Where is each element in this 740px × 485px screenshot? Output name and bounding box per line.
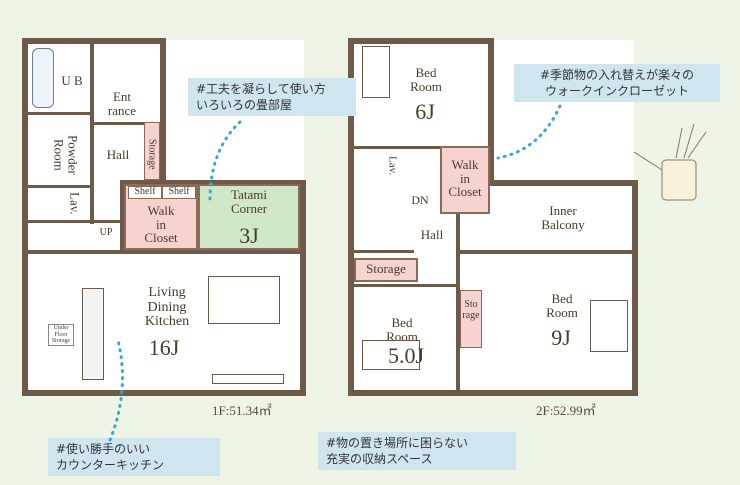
- f2-wall-mid1: [354, 146, 488, 149]
- f2-wall-right-top: [488, 38, 494, 184]
- leader-tatami: [208, 120, 242, 202]
- f1-hall-label: Hall: [106, 147, 130, 162]
- f2-wall-right: [632, 180, 638, 394]
- f1-shelf1-label: Shelf: [128, 186, 162, 199]
- note-kitchen: #使い勝手のいい カウンターキッチン: [48, 438, 220, 477]
- f1-shelf2-label: Shelf: [162, 186, 196, 199]
- f2-bed9-bed: [590, 300, 628, 352]
- f1-tatami-size: 3J: [239, 223, 259, 248]
- f1-wall-inner5: [26, 220, 120, 223]
- f2-wall-mid4: [354, 250, 414, 253]
- f1-wall-inner4: [94, 122, 160, 125]
- f1-wall-right: [300, 180, 306, 394]
- f2-bed9-size: 9J: [551, 325, 571, 350]
- f2-bed6-label: Bed Room: [410, 65, 442, 94]
- f2-inner-balcony-label: Inner Balcony: [541, 203, 585, 232]
- note-tatami: #工夫を凝らして使い方 いろいろの畳部屋: [188, 78, 356, 117]
- watering-can-icon: [633, 123, 707, 201]
- f1-wall-inner2: [26, 112, 90, 115]
- f1-wall-inner6: [120, 180, 124, 252]
- f2-sto-rage: [460, 290, 482, 348]
- leader-kitchen: [108, 338, 124, 442]
- f1-walk-in-closet-label: Walk in Closet: [144, 203, 178, 246]
- f1-kitchen-counter: [82, 288, 104, 380]
- f2-wall-top: [348, 38, 494, 44]
- f2-bed5-size: 5.0J: [387, 343, 425, 368]
- f1-entrance-label: Ent rance: [107, 89, 137, 118]
- leader-closet: [496, 104, 562, 160]
- f1-wall-inner3: [26, 185, 90, 188]
- f2-area-label: 2F:52.99㎡: [536, 403, 596, 418]
- f1-tv-board: [212, 374, 284, 384]
- f1-up-label: UP: [99, 227, 113, 238]
- f2-wall-balcony-top: [488, 180, 638, 186]
- f1-area-label: 1F:51.34㎡: [212, 403, 272, 418]
- f1-wall-top-right: [120, 180, 306, 186]
- f2-bed9-label: Bed Room: [546, 291, 578, 320]
- f2-wall-mid5: [354, 284, 458, 287]
- f1-wall-left: [22, 38, 28, 394]
- f1-sofa: [208, 276, 280, 324]
- f2-sto-rage-label: Sto rage: [462, 299, 480, 321]
- f1-wall-inner1: [90, 44, 94, 224]
- f2-hall-label: Hall: [420, 227, 444, 242]
- f1-wall-top: [22, 38, 164, 44]
- f1-under-floor-label: Under Floor Storage: [48, 324, 74, 346]
- f2-wall-left: [348, 38, 354, 394]
- f1-powder-room-label: Powder Room: [51, 135, 81, 175]
- f1-ldk-label: Living Dining Kitchen: [144, 285, 190, 330]
- f1-storage-label: Storage: [146, 138, 158, 170]
- f2-bed5-label: Bed Room: [386, 315, 418, 344]
- f2-bed5-bed: [362, 340, 420, 370]
- note-storage: #物の置き場所に困らない 充実の収納スペース: [318, 432, 516, 471]
- f2-dn-label: DN: [411, 193, 429, 207]
- f1-tatami-corner: [198, 184, 300, 250]
- f1-lav-label: Lav.: [67, 191, 83, 215]
- f1-wall-mid: [160, 38, 166, 184]
- f1-wall-ldk-top: [22, 250, 306, 254]
- f2-bed6-bed: [362, 46, 390, 98]
- f1-storage: [144, 122, 160, 180]
- f2-storage: [354, 258, 418, 282]
- f2-storage-label: Storage: [366, 261, 406, 276]
- f2-walk-in-closet-label: Walk in Closet: [448, 157, 482, 200]
- f1-bath: [32, 48, 54, 108]
- f1-ldk-size: 16J: [148, 335, 180, 360]
- f2-bed6-size: 6J: [415, 99, 435, 124]
- f2-wall-mid2: [456, 250, 634, 254]
- f2-walk-in-closet: [440, 146, 490, 214]
- f1-tatami-label: Tatami Corner: [230, 187, 268, 216]
- f1-ub-label: U B: [61, 73, 83, 88]
- f2-lav-label: Lav.: [386, 156, 399, 176]
- f2-wall-mid3: [456, 186, 460, 392]
- f2-wall-bottom: [348, 390, 638, 396]
- f1-wall-bottom: [22, 390, 306, 396]
- note-closet: #季節物の入れ替えが楽々の ウォークインクローゼット: [514, 64, 720, 103]
